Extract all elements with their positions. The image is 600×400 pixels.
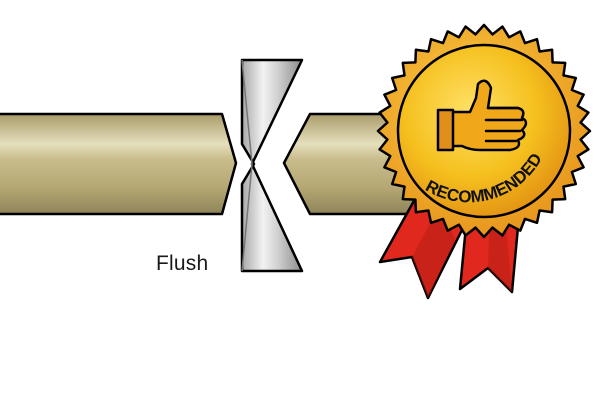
thumbs-up-icon [436, 79, 528, 152]
ribbon-left-shade [412, 205, 455, 298]
blade-bevel-line [241, 59, 253, 272]
wire-left [0, 112, 238, 216]
wire-left-tip [221, 113, 238, 215]
flush-label: Flush [156, 252, 209, 275]
